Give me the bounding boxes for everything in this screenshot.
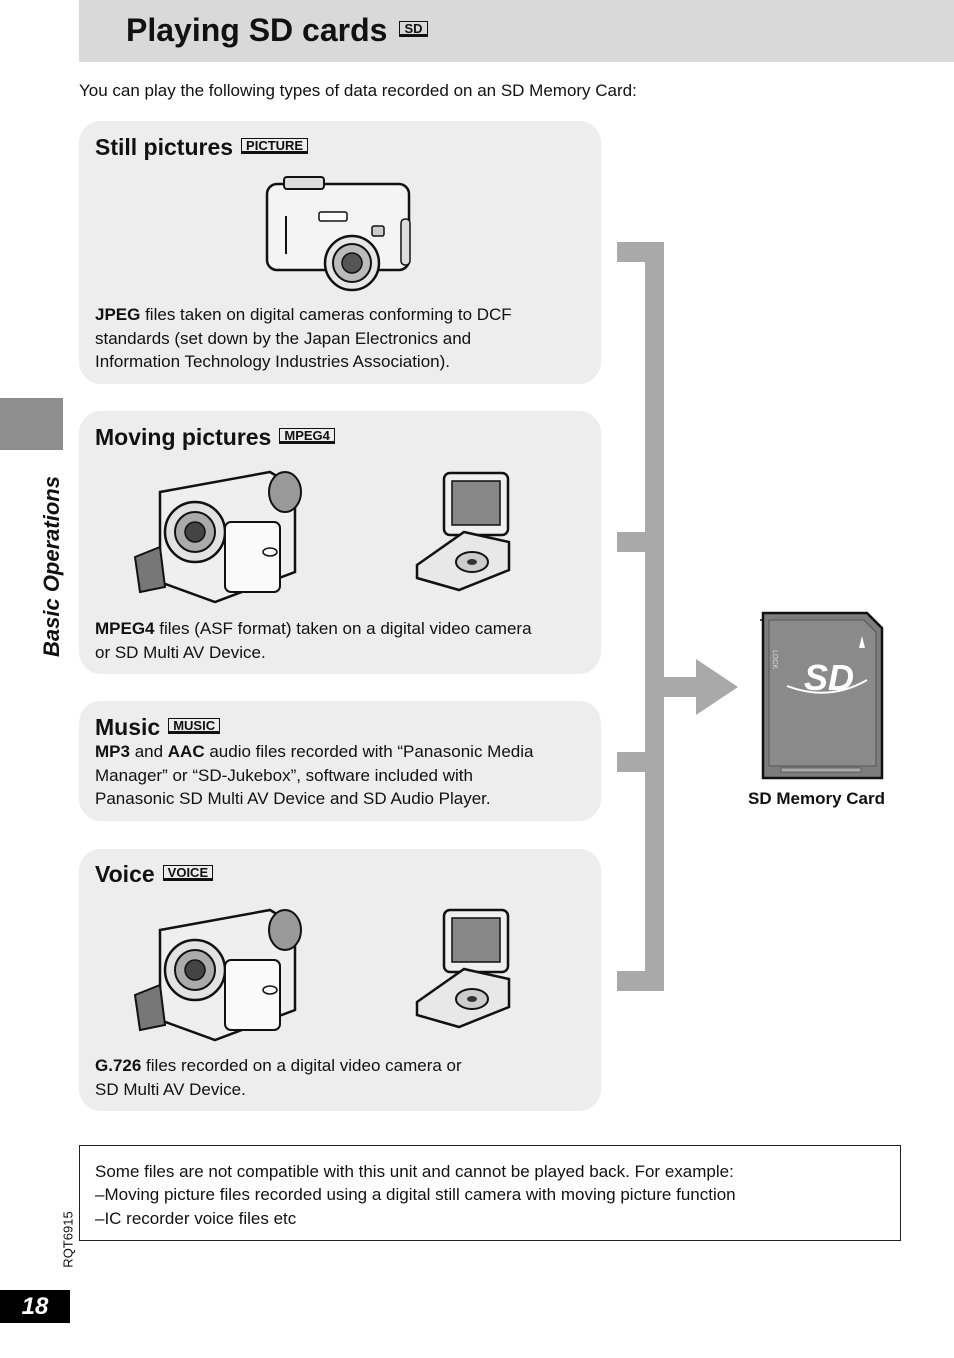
aac-label: AAC	[167, 742, 205, 761]
sd-logo: SD	[804, 657, 854, 698]
desc-line: Manager” or “SD-Jukebox”, software inclu…	[95, 765, 473, 785]
arrow-right-icon	[664, 659, 738, 715]
sd-memory-card-icon: SD LOCK	[760, 611, 884, 780]
document-code: RQT6915	[60, 1211, 76, 1268]
music-title: Music MUSIC	[95, 714, 221, 741]
and-text: and	[129, 742, 168, 761]
bracket-tick-bottom	[617, 971, 664, 991]
desc-line: files recorded on a digital video camera…	[141, 1056, 462, 1075]
header-bar	[79, 0, 954, 62]
desc-line: files taken on digital cameras conformin…	[140, 305, 512, 324]
jpeg-label: JPEG	[95, 305, 141, 324]
moving-pictures-heading: Moving pictures	[95, 424, 272, 450]
voice-heading: Voice	[95, 861, 155, 887]
desc-line: SD Multi AV Device.	[95, 1079, 246, 1099]
bracket-tick-moving	[617, 532, 664, 552]
music-panel	[79, 701, 601, 821]
side-tab-marker	[0, 398, 63, 450]
note-line-2: –Moving picture files recorded using a d…	[95, 1185, 736, 1204]
bracket-vertical-bar	[645, 242, 664, 991]
music-heading: Music	[95, 714, 161, 740]
bracket-tick-music	[617, 752, 664, 772]
mpeg4-label: MPEG4	[95, 619, 155, 638]
music-description: MP3 and AAC audio files recorded with “P…	[95, 740, 585, 811]
intro-text: You can play the following types of data…	[79, 81, 637, 100]
g726-label: G.726	[95, 1056, 142, 1075]
sd-multi-av-device-icon	[415, 908, 511, 1029]
note-line-3: –IC recorder voice files etc	[95, 1209, 297, 1228]
page-number: 18	[21, 1293, 49, 1320]
note-line-1: Some files are not compatible with this …	[95, 1162, 734, 1181]
still-pictures-description: JPEG files taken on digital cameras conf…	[95, 303, 585, 374]
music-tag: MUSIC	[168, 717, 221, 734]
video-camera-icon	[133, 470, 302, 604]
page-title-text: Playing SD cards	[126, 12, 388, 48]
still-pictures-heading: Still pictures	[95, 134, 234, 160]
video-camera-icon	[133, 908, 302, 1042]
desc-line: audio files recorded with “Panasonic Med…	[204, 742, 534, 761]
compatibility-note-box	[79, 1145, 901, 1241]
digital-camera-icon	[265, 176, 411, 292]
desc-line: Panasonic SD Multi AV Device and SD Audi…	[95, 789, 491, 808]
sd-multi-av-device-icon	[415, 471, 511, 592]
lock-label: LOCK	[771, 650, 778, 669]
bracket-tick-top	[617, 242, 664, 262]
moving-pictures-title: Moving pictures MPEG4	[95, 424, 335, 451]
desc-line: files (ASF format) taken on a digital vi…	[154, 619, 532, 638]
desc-line: Information Technology Industries Associ…	[95, 352, 450, 371]
voice-tag: VOICE	[162, 864, 214, 881]
page-number-box	[0, 1290, 70, 1323]
sd-tag: SD	[399, 20, 428, 37]
voice-title: Voice VOICE	[95, 861, 214, 888]
section-side-label: Basic Operations	[39, 476, 64, 657]
moving-pictures-description: MPEG4 files (ASF format) taken on a digi…	[95, 617, 585, 664]
voice-description: G.726 files recorded on a digital video …	[95, 1054, 585, 1101]
mp3-label: MP3	[95, 742, 130, 761]
mpeg4-tag: MPEG4	[279, 427, 335, 444]
sd-memory-card-caption: SD Memory Card	[748, 789, 885, 808]
picture-tag: PICTURE	[241, 137, 309, 154]
still-pictures-title: Still pictures PICTURE	[95, 134, 309, 161]
page-title: Playing SD cards SD	[126, 12, 428, 49]
desc-line: or SD Multi AV Device.	[95, 642, 266, 662]
desc-line: standards (set down by the Japan Electro…	[95, 328, 472, 348]
